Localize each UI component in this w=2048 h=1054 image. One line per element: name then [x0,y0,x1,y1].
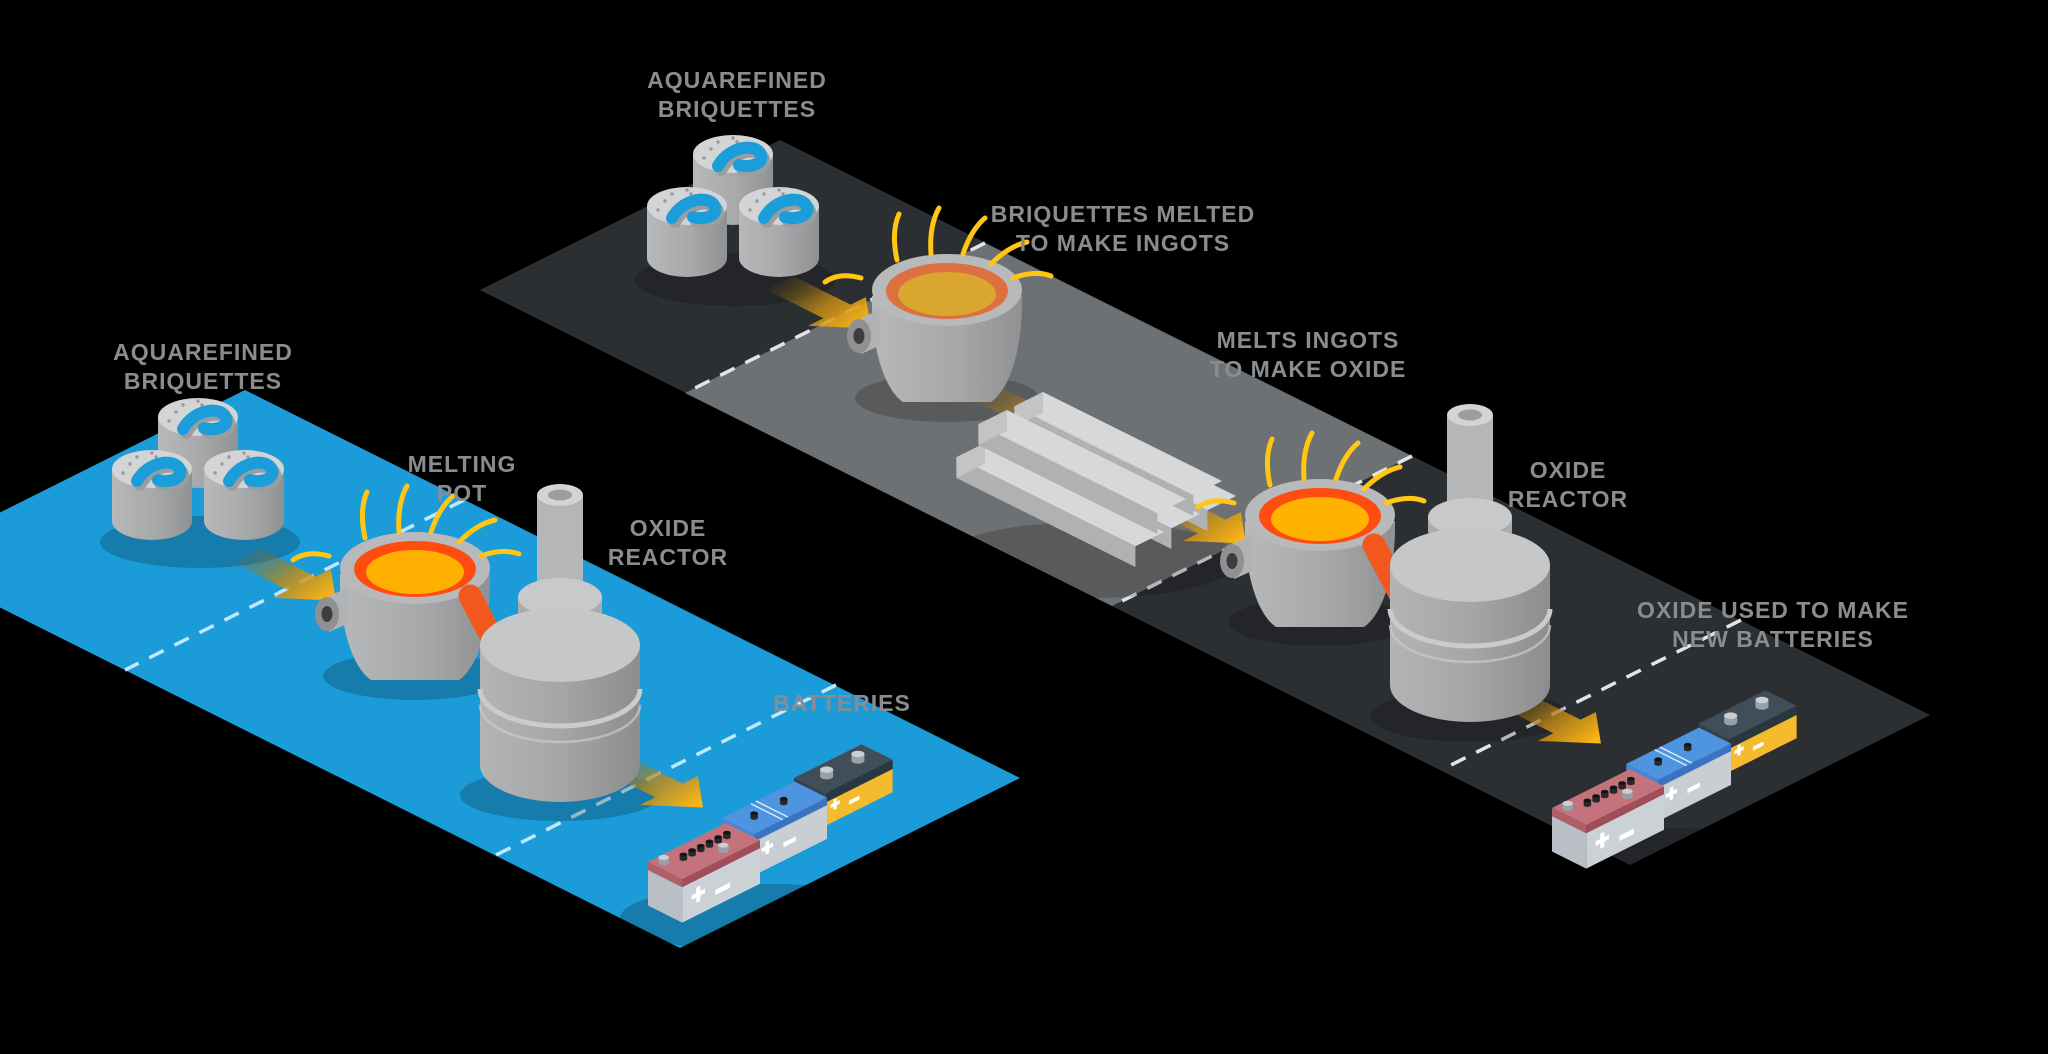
stage-separators [124,241,1742,857]
separator-dash-line [495,683,837,857]
oxide-reactor-icon [1390,404,1550,722]
separator-dash-line [124,498,465,672]
